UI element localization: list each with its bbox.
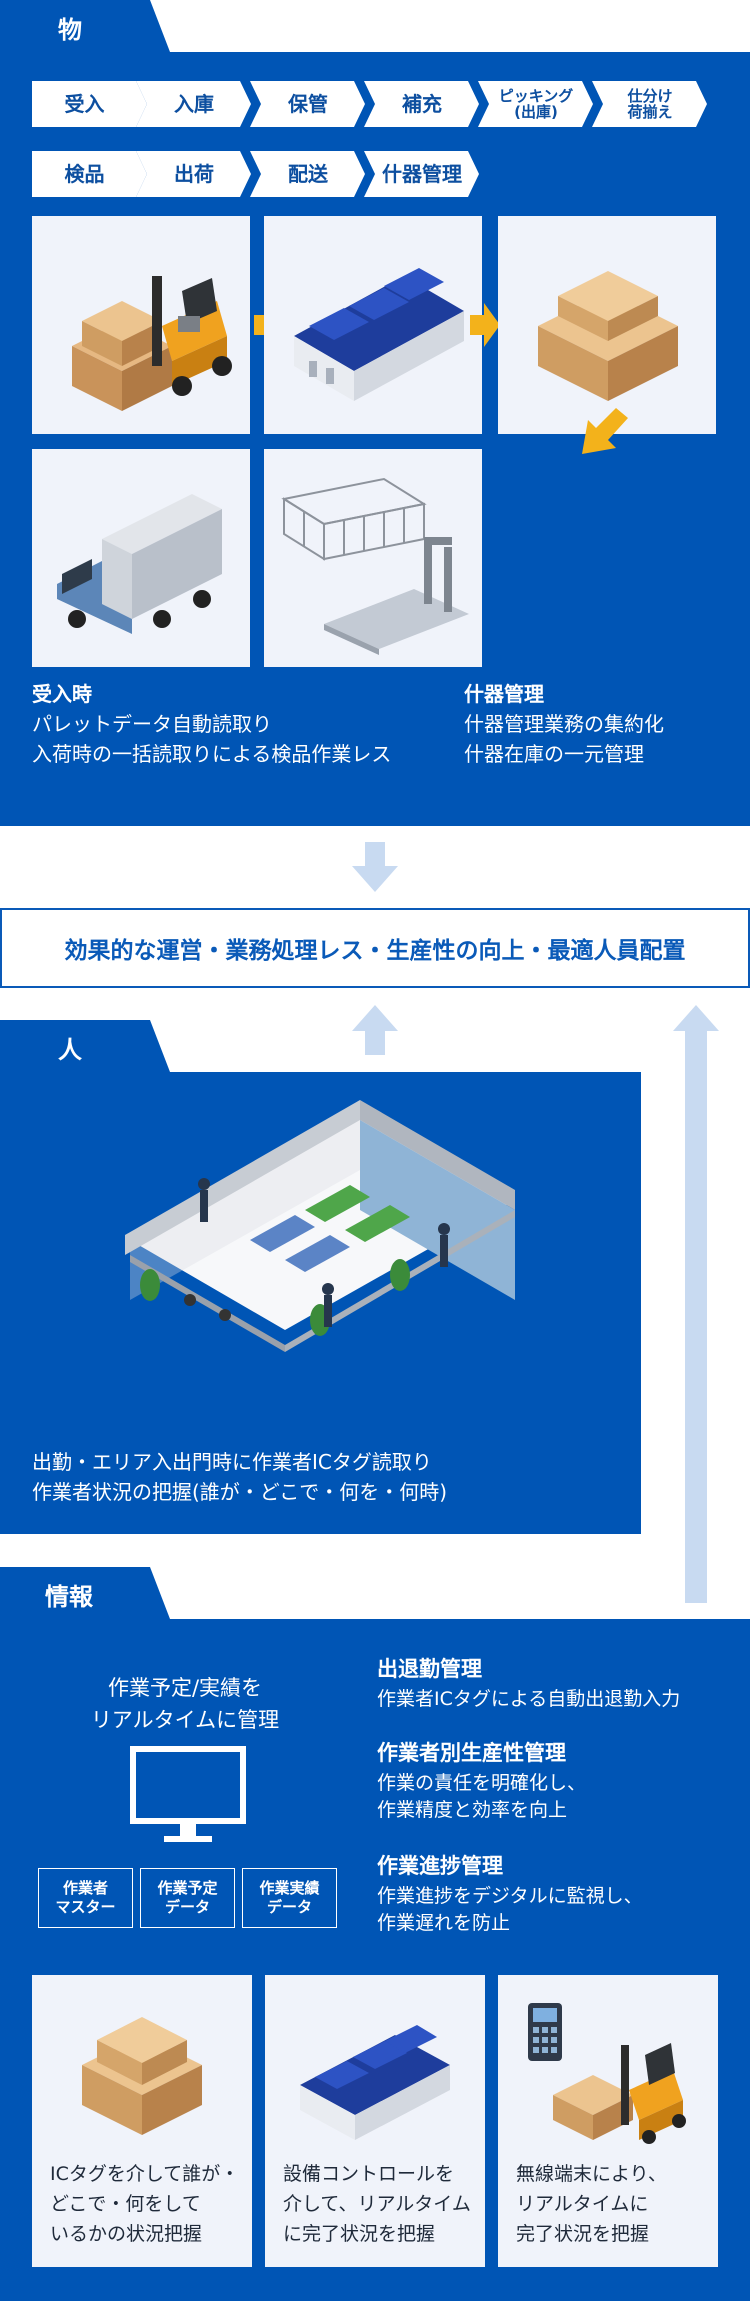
worker-master-box: 作業者 マスター — [38, 1868, 133, 1928]
process-step-haiso: 配送 — [250, 151, 365, 197]
forklift-pallet-illustration — [32, 216, 250, 434]
mono-section-title: 物 — [58, 16, 82, 44]
monitor-caption: 作業予定/実績を リアルタイムに管理 — [70, 1672, 300, 1736]
flow-arrow-down-left — [582, 408, 628, 454]
outcome-banner-text: 効果的な運営・業務処理レス・生産性の向上・最適人員配置 — [64, 938, 686, 964]
ic-tag-line-1: ICタグを介して誰が・ — [50, 2163, 240, 2185]
progress-line-2: 作業遅れを防止 — [377, 1912, 511, 1934]
flow-arrow-right-2 — [470, 303, 500, 347]
outcome-banner: 効果的な運営・業務処理レス・生産性の向上・最適人員配置 — [0, 908, 750, 988]
receiving-heading: 受入時 — [32, 682, 92, 706]
fixture-heading: 什器管理 — [464, 682, 544, 706]
mono-section-tab: 物 — [0, 0, 170, 52]
monitor-icon — [130, 1746, 246, 1846]
people-text-block: 出勤・エリア入出門時に作業者ICタグ読取り 作業者状況の把握(誰が・どこで・何を… — [32, 1447, 447, 1507]
down-arrow-to-banner — [352, 842, 398, 892]
attendance-heading: 出退勤管理 — [377, 1657, 482, 1681]
process-step-shiwake: 仕分け 荷揃え — [592, 81, 707, 127]
receiving-text-block: 受入時 パレットデータ自動読取り 入荷時の一括読取りによる検品作業レス — [32, 679, 391, 769]
work-plan-data-box: 作業予定 データ — [140, 1868, 235, 1928]
joho-section-tab: 情報 — [0, 1567, 170, 1619]
fixture-line-1: 什器管理業務の集約化 — [464, 712, 664, 736]
attendance-body: 作業者ICタグによる自動出退勤入力 — [377, 1686, 680, 1713]
hito-section-tab: 人 — [0, 1020, 170, 1072]
equipment-line-2: 介して、リアルタイム — [283, 2193, 471, 2215]
long-up-arrow-from-info — [673, 1005, 719, 1603]
productivity-line-1: 作業の責任を明確化し、 — [377, 1772, 587, 1794]
ic-tag-line-3: いるかの状況把握 — [50, 2223, 203, 2245]
monitor-caption-line-2: リアルタイムに管理 — [90, 1708, 280, 1732]
hito-section-title: 人 — [58, 1036, 82, 1064]
fixture-text-block: 什器管理 什器管理業務の集約化 什器在庫の一元管理 — [464, 679, 664, 769]
process-step-kenpin: 検品 — [32, 151, 147, 197]
ic-tag-tile: ICタグを介して誰が・ どこで・何をして いるかの状況把握 — [32, 1975, 252, 2267]
productivity-heading: 作業者別生産性管理 — [377, 1741, 566, 1765]
ic-tag-line-2: どこで・何をして — [50, 2193, 201, 2215]
process-step-nyuko: 入庫 — [136, 81, 251, 127]
wireless-line-1: 無線端末により、 — [516, 2163, 667, 2185]
process-step-hoju: 補充 — [364, 81, 479, 127]
progress-line-1: 作業進捗をデジタルに監視し、 — [377, 1885, 643, 1907]
wireless-terminal-tile-text: 無線端末により、 リアルタイムに 完了状況を把握 — [516, 2159, 706, 2249]
equipment-line-1: 設備コントロールを — [283, 2163, 455, 2185]
people-line-1: 出勤・エリア入出門時に作業者ICタグ読取り — [32, 1450, 432, 1474]
productivity-body: 作業の責任を明確化し、 作業精度と効率を向上 — [377, 1770, 586, 1824]
delivery-truck-illustration — [32, 449, 250, 667]
warehouse-illustration — [264, 216, 482, 434]
fixture-line-2: 什器在庫の一元管理 — [464, 742, 644, 766]
wireless-line-3: 完了状況を把握 — [516, 2223, 650, 2245]
productivity-line-2: 作業精度と効率を向上 — [377, 1799, 568, 1821]
up-arrow-from-people — [352, 1005, 398, 1055]
cart-and-dolly-illustration — [264, 449, 482, 667]
process-step-shukka: 出荷 — [136, 151, 251, 197]
process-step-juki: 什器管理 — [364, 151, 479, 197]
progress-heading: 作業進捗管理 — [377, 1854, 503, 1878]
equipment-control-tile: 設備コントロールを 介して、リアルタイム に完了状況を把握 — [265, 1975, 485, 2267]
ic-tag-tile-text: ICタグを介して誰が・ どこで・何をして いるかの状況把握 — [50, 2159, 240, 2249]
wireless-terminal-tile: 無線端末により、 リアルタイムに 完了状況を把握 — [498, 1975, 718, 2267]
monitor-caption-line-1: 作業予定/実績を — [107, 1676, 263, 1700]
work-result-data-box: 作業実績 データ — [242, 1868, 337, 1928]
wireless-line-2: リアルタイムに — [516, 2193, 649, 2215]
office-room-illustration — [110, 1090, 530, 1430]
joho-section-title: 情報 — [45, 1583, 93, 1611]
equipment-line-3: に完了状況を把握 — [283, 2223, 436, 2245]
process-step-uke: 受入 — [32, 81, 147, 127]
equipment-control-tile-text: 設備コントロールを 介して、リアルタイム に完了状況を把握 — [283, 2159, 473, 2249]
stacked-boxes-illustration — [498, 216, 716, 434]
attendance-line-1: 作業者ICタグによる自動出退勤入力 — [377, 1688, 681, 1710]
receiving-line-2: 入荷時の一括読取りによる検品作業レス — [32, 742, 392, 766]
people-line-2: 作業者状況の把握(誰が・どこで・何を・何時) — [32, 1480, 448, 1504]
process-step-hokan: 保管 — [250, 81, 365, 127]
progress-body: 作業進捗をデジタルに監視し、 作業遅れを防止 — [377, 1883, 643, 1937]
receiving-line-1: パレットデータ自動読取り — [32, 712, 272, 736]
process-step-picking: ピッキング (出庫) — [478, 81, 593, 127]
